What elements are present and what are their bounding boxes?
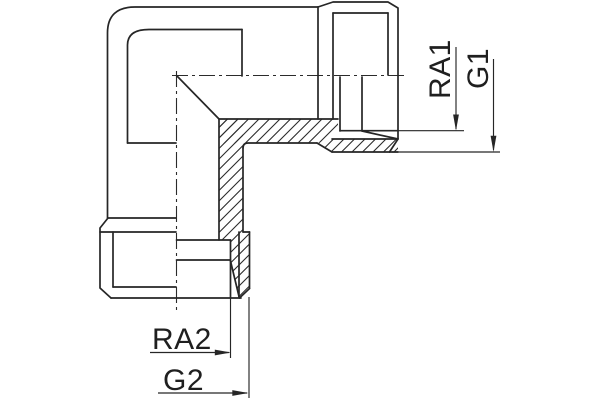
corner-bore-chamfer: [175, 74, 220, 120]
ra2-label: RA2: [152, 323, 212, 356]
ra1-label: RA1: [424, 39, 457, 99]
ra2-arrowhead: [214, 349, 231, 356]
body-outline: [99, 1, 399, 299]
section-hatch-areas: [219, 119, 398, 298]
thread-runout-bottom: [229, 260, 240, 298]
bottom-socket-outline: [99, 217, 112, 299]
centerlines: [172, 71, 408, 312]
right-socket-outline: [317, 1, 399, 153]
hatch-body-vertical-wall: [219, 119, 250, 298]
ra1-arrowhead: [453, 114, 459, 131]
outer-elbow-profile: [106, 6, 319, 219]
inner-elbow-profile: [126, 28, 243, 144]
g2-arrowhead: [232, 390, 249, 396]
dimension-arrowheads: [214, 114, 497, 396]
g2-label: G2: [163, 364, 204, 397]
g1-arrowhead: [490, 135, 497, 152]
g1-label: G1: [462, 48, 495, 89]
hatch-body-horizontal-wall: [219, 119, 338, 144]
hatch-right-socket-wall: [317, 139, 398, 152]
thread-runout-right: [361, 130, 399, 140]
dimension-labels: RA1 G1 RA2 G2: [152, 39, 495, 397]
